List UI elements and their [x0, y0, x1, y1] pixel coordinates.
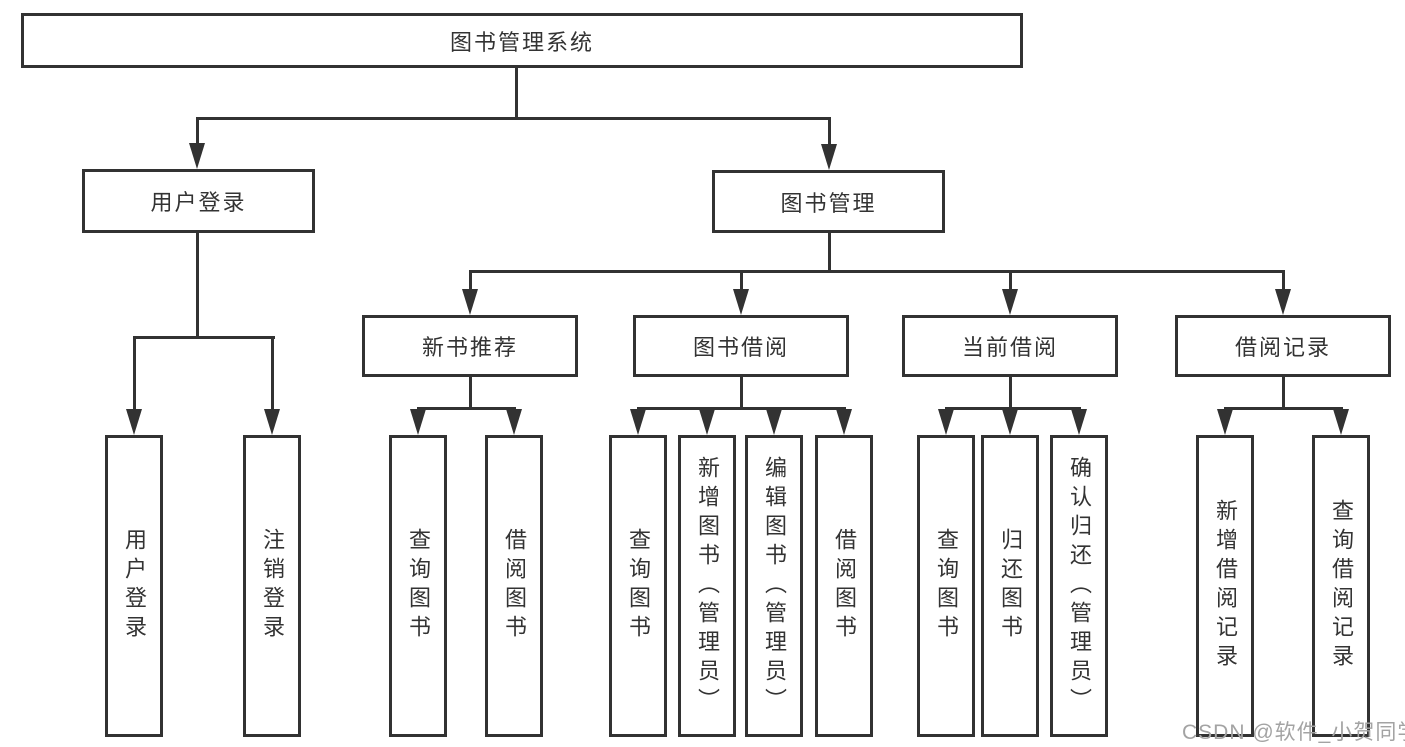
connector-line	[1282, 377, 1285, 410]
leaf-logout: 注销登录	[243, 435, 301, 737]
node-current-borrow-label: 当前借阅	[961, 335, 1058, 360]
node-book-borrow-label: 图书借阅	[692, 335, 789, 360]
connector-line	[417, 407, 516, 410]
connector-line	[945, 407, 1081, 410]
arrow-down-icon	[1217, 409, 1233, 435]
leaf-confirm-return-admin: 确认归还（管理员）	[1050, 435, 1108, 737]
leaf-user-login-label: 用户登录	[122, 528, 147, 644]
arrow-down-icon	[766, 409, 782, 435]
node-borrow-records-label: 借阅记录	[1234, 335, 1331, 360]
connector-line	[469, 377, 472, 410]
leaf-return-books-label: 归还图书	[998, 528, 1023, 644]
leaf-query-books-1-label: 查询图书	[406, 528, 431, 644]
arrow-down-icon	[1275, 289, 1291, 315]
arrow-down-icon	[506, 409, 522, 435]
arrow-down-icon	[1002, 289, 1018, 315]
arrow-down-icon	[733, 289, 749, 315]
leaf-borrow-books-1: 借阅图书	[485, 435, 543, 737]
connector-line	[828, 117, 831, 149]
node-user-login-label: 用户登录	[150, 190, 247, 215]
node-root-label: 图书管理系统	[449, 29, 594, 55]
leaf-borrow-books-1-label: 借阅图书	[502, 528, 527, 644]
connector-line	[1009, 377, 1012, 410]
connector-line	[133, 336, 136, 413]
leaf-query-books-2: 查询图书	[609, 435, 667, 737]
connector-line	[740, 377, 743, 410]
node-current-borrow: 当前借阅	[902, 315, 1118, 377]
connector-line	[740, 270, 743, 295]
connector-line	[196, 117, 831, 120]
node-borrow-records: 借阅记录	[1175, 315, 1391, 377]
connector-line	[1282, 270, 1285, 295]
arrow-down-icon	[1333, 409, 1349, 435]
connector-line	[271, 336, 274, 413]
arrow-down-icon	[410, 409, 426, 435]
arrow-down-icon	[264, 409, 280, 435]
leaf-edit-book-admin-label: 编辑图书（管理员）	[762, 455, 787, 717]
arrow-down-icon	[1071, 409, 1087, 435]
arrow-down-icon	[462, 289, 478, 315]
leaf-add-book-admin: 新增图书（管理员）	[678, 435, 736, 737]
connector-line	[515, 68, 518, 120]
leaf-query-books-3-label: 查询图书	[934, 528, 959, 644]
arrow-down-icon	[126, 409, 142, 435]
connector-line	[1009, 270, 1012, 295]
node-book-management-label: 图书管理	[780, 190, 877, 216]
leaf-add-borrow-record-label: 新增借阅记录	[1213, 499, 1238, 673]
leaf-logout-label: 注销登录	[260, 528, 285, 644]
watermark: CSDN @软件_小贺同学	[1182, 721, 1405, 744]
arrow-down-icon	[836, 409, 852, 435]
node-new-book-recommend: 新书推荐	[362, 315, 578, 377]
leaf-confirm-return-admin-label: 确认归还（管理员）	[1067, 455, 1092, 717]
arrow-down-icon	[938, 409, 954, 435]
arrow-down-icon	[699, 409, 715, 435]
node-book-management: 图书管理	[712, 170, 945, 233]
leaf-edit-book-admin: 编辑图书（管理员）	[745, 435, 803, 737]
leaf-return-books: 归还图书	[981, 435, 1039, 737]
leaf-query-borrow-record-label: 查询借阅记录	[1329, 499, 1354, 673]
leaf-borrow-books-2: 借阅图书	[815, 435, 873, 737]
node-user-login: 用户登录	[82, 169, 315, 233]
leaf-user-login: 用户登录	[105, 435, 163, 737]
connector-line	[1224, 407, 1343, 410]
leaf-query-books-1: 查询图书	[389, 435, 447, 737]
connector-line	[196, 117, 199, 149]
leaf-add-book-admin-label: 新增图书（管理员）	[695, 455, 720, 717]
connector-line	[469, 270, 472, 295]
arrow-down-icon	[189, 143, 205, 169]
leaf-query-borrow-record: 查询借阅记录	[1312, 435, 1370, 737]
connector-line	[469, 270, 1285, 273]
leaf-borrow-books-2-label: 借阅图书	[832, 528, 857, 644]
arrow-down-icon	[821, 144, 837, 170]
connector-line	[133, 336, 275, 339]
connector-line	[637, 407, 846, 410]
connector-line	[828, 233, 831, 273]
connector-line	[196, 233, 199, 339]
node-book-borrow: 图书借阅	[633, 315, 849, 377]
leaf-query-books-2-label: 查询图书	[626, 528, 651, 644]
leaf-query-books-3: 查询图书	[917, 435, 975, 737]
node-new-book-recommend-label: 新书推荐	[421, 335, 518, 360]
arrow-down-icon	[630, 409, 646, 435]
arrow-down-icon	[1002, 409, 1018, 435]
leaf-add-borrow-record: 新增借阅记录	[1196, 435, 1254, 737]
node-root: 图书管理系统	[21, 13, 1023, 68]
